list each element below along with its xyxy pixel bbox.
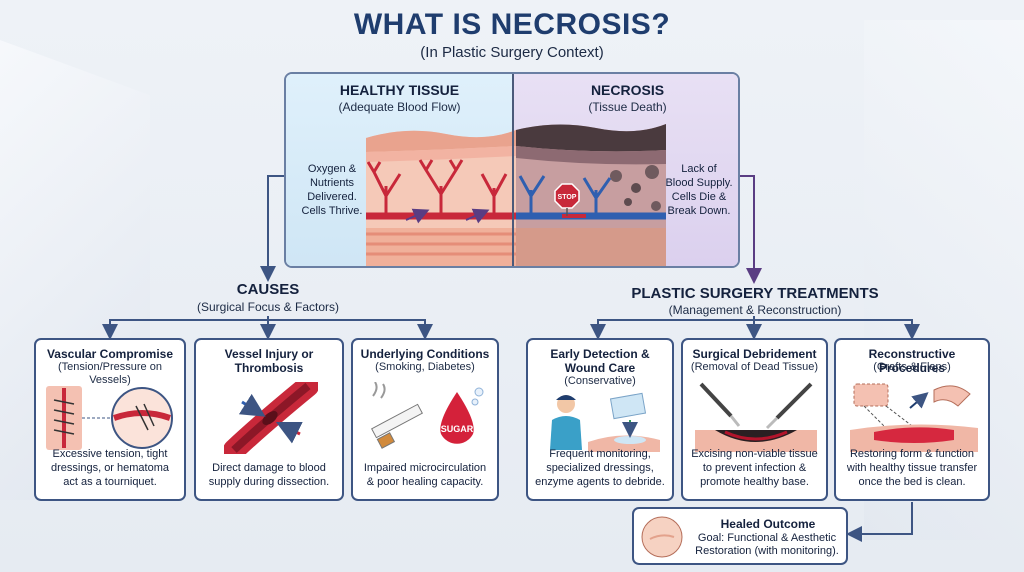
card-subtitle: (Removal of Dead Tissue) xyxy=(690,361,819,373)
cause-card-vessel-injury: Vessel Injury or Thrombosis Direct damag… xyxy=(194,338,344,501)
underlying-conditions-illustration: SUGAR xyxy=(371,382,484,449)
card-title: Early Detection & xyxy=(550,347,650,361)
healed-skin-icon xyxy=(641,516,683,558)
vessel-injury-illustration xyxy=(224,382,318,454)
vascular-compromise-illustration xyxy=(46,386,173,450)
treatments-title: PLASTIC SURGERY TREATMENTS xyxy=(631,285,879,302)
cause-card-vascular-compromise: Vascular Compromise (Tension/Pressure on… xyxy=(34,338,186,501)
treatment-card-early-detection: Early Detection & Wound Care (Conservati… xyxy=(526,338,674,501)
card-title: Vessel Injury or xyxy=(224,347,314,361)
healed-outcome-box: Healed Outcome Goal: Functional & Aesthe… xyxy=(632,507,848,565)
card-title: Reconstructive Procedures xyxy=(868,347,956,375)
treatment-card-reconstructive-procedures: Reconstructive Procedures (Grafts & Flap… xyxy=(834,338,990,501)
nurse-icon xyxy=(550,395,582,450)
sugar-drop-icon: SUGAR xyxy=(440,387,484,444)
tissue-comparison-panel: HEALTHY TISSUE (Adequate Blood Flow) NEC… xyxy=(284,72,740,268)
card-subtitle: (Tension/Pressure on Vessels) xyxy=(58,361,162,386)
panel-divider xyxy=(512,74,514,266)
treatment-card-surgical-debridement: Surgical Debridement (Removal of Dead Ti… xyxy=(681,338,828,501)
card-description: Frequent monitoring, specialized dressin… xyxy=(535,448,665,488)
stop-sign-label: STOP xyxy=(558,194,577,201)
card-description: Impaired microcirculation & poor healing… xyxy=(363,462,487,488)
card-subtitle: (Grafts & Flaps) xyxy=(873,361,951,373)
healthy-tissue-title: HEALTHY TISSUE xyxy=(339,82,460,98)
necrosis-title: NECROSIS xyxy=(590,82,665,98)
causes-subtitle: (Surgical Focus & Factors) xyxy=(196,300,340,314)
card-title: Vascular Compromise xyxy=(46,347,174,361)
graft-illustration xyxy=(850,383,978,452)
card-description: Excessive tension, tight dressings, or h… xyxy=(51,448,169,488)
page-title: WHAT IS NECROSIS? xyxy=(353,8,671,41)
card-title: Underlying Conditions xyxy=(360,347,490,361)
stop-sign-icon: STOP xyxy=(554,183,580,216)
card-description: Direct damage to blood supply during dis… xyxy=(208,462,330,488)
cigarette-icon xyxy=(371,382,423,449)
card-title: Surgical Debridement xyxy=(692,347,817,361)
page-subtitle: (In Plastic Surgery Context) xyxy=(420,44,604,61)
scalpel-icon xyxy=(699,382,813,430)
card-description: Restoring form & function with healthy t… xyxy=(846,448,978,488)
card-title-line-2: Wound Care xyxy=(564,361,636,375)
sugar-label: SUGAR xyxy=(441,424,474,434)
wound-care-illustration xyxy=(550,392,660,452)
necrosis-note: Lack of Blood Supply. Cells Die & Break … xyxy=(665,163,733,217)
debridement-illustration xyxy=(695,382,817,452)
outcome-description: Goal: Functional & Aesthetic Restoration… xyxy=(695,532,839,557)
healthy-tissue-subtitle: (Adequate Blood Flow) xyxy=(338,100,461,114)
healthy-note: Oxygen & Nutrients Delivered. Cells Thri… xyxy=(301,163,363,217)
treatments-subtitle: (Management & Reconstruction) xyxy=(668,303,842,317)
causes-title: CAUSES xyxy=(236,281,300,298)
card-subtitle: (Smoking, Diabetes) xyxy=(375,361,475,373)
card-subtitle: (Conservative) xyxy=(564,375,636,387)
necrosis-subtitle: (Tissue Death) xyxy=(588,100,667,114)
tissue-cross-section-illustration: STOP xyxy=(366,124,666,266)
card-description: Excising non-viable tissue to prevent in… xyxy=(691,448,818,488)
cause-card-underlying-conditions: Underlying Conditions (Smoking, Diabetes… xyxy=(351,338,499,501)
outcome-title: Healed Outcome xyxy=(720,517,816,531)
card-title-line-2: Thrombosis xyxy=(234,361,304,375)
